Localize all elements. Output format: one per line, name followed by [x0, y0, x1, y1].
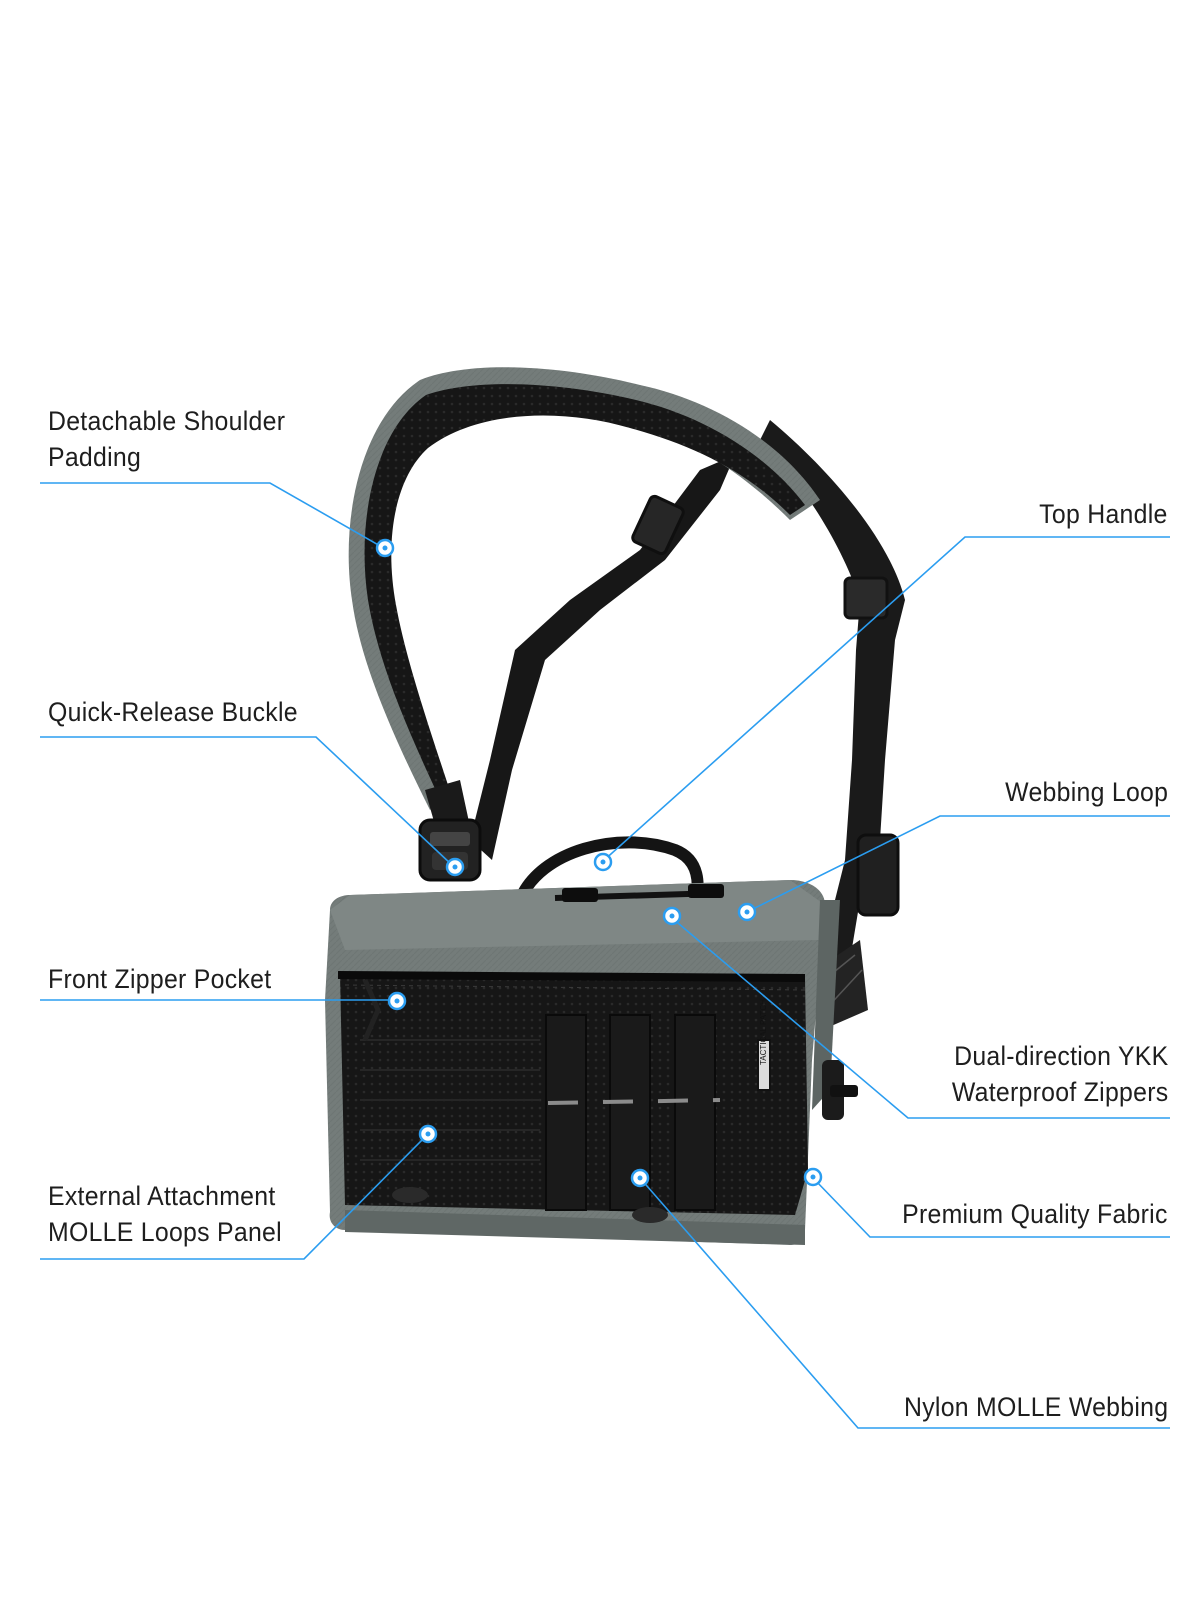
leader-ykk-zippers	[671, 917, 1170, 1119]
quick-release-buckle	[418, 780, 482, 882]
label-webbing-loop: Webbing Loop	[1005, 774, 1168, 810]
label-quick-release-buckle: Quick-Release Buckle	[48, 694, 298, 730]
label-shoulder-padding-line2: Padding	[48, 442, 142, 472]
label-webbing-loop-line1: Webbing Loop	[1004, 777, 1168, 807]
shoulder-pad	[348, 367, 820, 810]
leader-nylon-molle-webbing	[639, 1177, 1170, 1429]
marker-webbing-loop-icon	[737, 902, 757, 922]
leader-top-handle	[601, 536, 1170, 863]
marker-quick-release-buckle-icon	[445, 857, 465, 877]
label-molle-loops-panel-line2: MOLLE Loops Panel	[48, 1217, 282, 1247]
label-nylon-molle-webbing: Nylon MOLLE Webbing	[904, 1389, 1168, 1425]
label-top-handle: Top Handle	[1040, 496, 1168, 532]
label-nylon-molle-webbing-line1: Nylon MOLLE Webbing	[903, 1392, 1168, 1422]
marker-ykk-zippers-icon	[662, 906, 682, 926]
label-shoulder-padding: Detachable Shoulder Padding	[48, 403, 285, 475]
leader-quick-release-buckle	[40, 736, 453, 866]
right-shoulder-strap	[760, 420, 905, 1030]
side-zipper-pull	[822, 1060, 858, 1120]
label-premium-fabric-line1: Premium Quality Fabric	[902, 1199, 1168, 1229]
top-handle	[514, 836, 704, 911]
label-front-zipper-pocket-line1: Front Zipper Pocket	[48, 964, 272, 994]
leader-webbing-loop	[746, 815, 1170, 913]
leader-shoulder-padding	[40, 482, 383, 548]
label-shoulder-padding-line1: Detachable Shoulder	[48, 406, 286, 436]
patch-text: TACTICAL PATCH	[759, 999, 768, 1065]
label-ykk-zippers: Dual-direction YKK Waterproof Zippers	[951, 1038, 1168, 1110]
label-ykk-zippers-line1: Dual-direction YKK	[953, 1041, 1168, 1071]
marker-molle-loops-panel-icon	[418, 1124, 438, 1144]
callout-leader-lines	[40, 482, 1170, 1429]
marker-front-zipper-pocket-icon	[387, 991, 407, 1011]
marker-premium-fabric-icon	[803, 1167, 823, 1187]
left-shoulder-strap	[470, 455, 735, 860]
marker-top-handle-icon	[593, 852, 613, 872]
label-molle-loops-panel-line1: External Attachment	[48, 1181, 276, 1211]
callout-markers	[375, 538, 823, 1188]
label-molle-loops-panel: External Attachment MOLLE Loops Panel	[48, 1178, 282, 1250]
front-molle-panel: TACTICAL PATCH	[337, 971, 808, 1223]
marker-shoulder-padding-icon	[375, 538, 395, 558]
label-top-handle-line1: Top Handle	[1039, 499, 1168, 529]
leader-molle-loops-panel	[40, 1133, 429, 1260]
leader-premium-fabric	[814, 1179, 1170, 1238]
label-quick-release-buckle-line1: Quick-Release Buckle	[48, 697, 298, 727]
marker-nylon-molle-webbing-icon	[630, 1168, 650, 1188]
top-zipper	[554, 884, 724, 902]
label-front-zipper-pocket: Front Zipper Pocket	[48, 961, 271, 997]
label-premium-fabric: Premium Quality Fabric	[902, 1196, 1168, 1232]
label-ykk-zippers-line2: Waterproof Zippers	[951, 1077, 1168, 1107]
